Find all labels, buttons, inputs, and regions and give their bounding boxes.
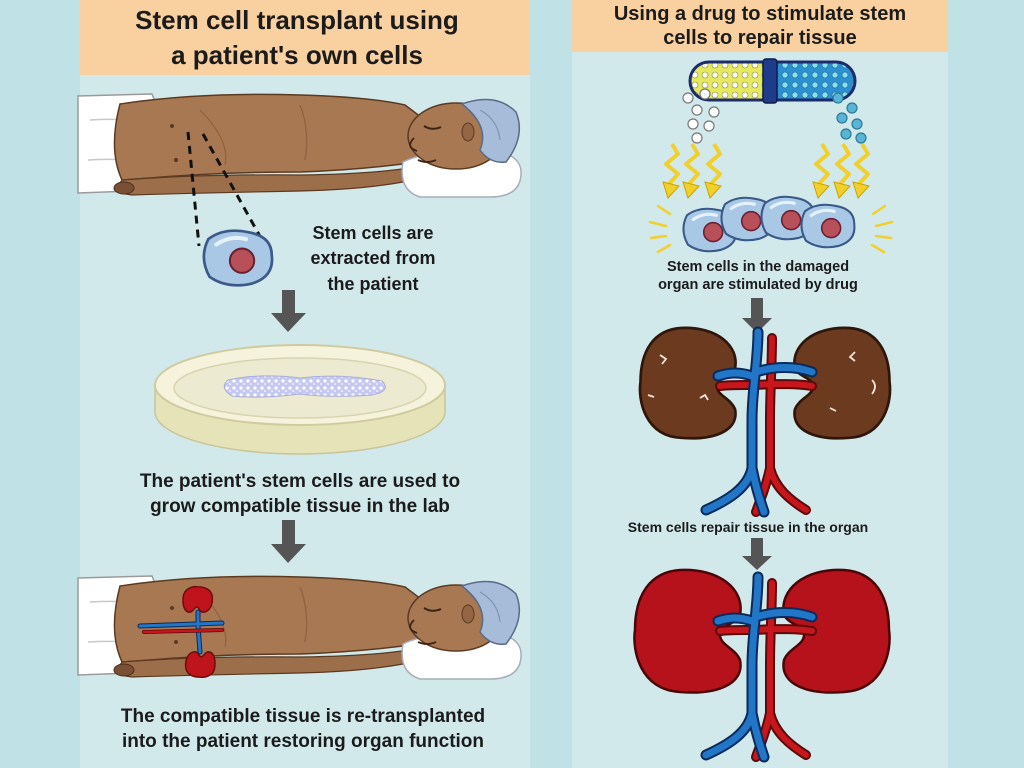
down-arrow-icon bbox=[742, 538, 772, 570]
kidney-icon bbox=[184, 651, 216, 679]
culture-caption-line1: The patient's stem cells are used to bbox=[140, 471, 460, 492]
transplant-caption-line2: into the patient restoring organ functio… bbox=[122, 731, 484, 752]
extraction-caption-line1: Stem cells are bbox=[312, 223, 433, 243]
left-panel-header bbox=[80, 0, 530, 75]
down-arrow-icon bbox=[271, 290, 306, 332]
repair-caption: Stem cells repair tissue in the organ bbox=[628, 519, 868, 535]
patient-figure bbox=[77, 93, 523, 198]
transplant-caption-line1: The compatible tissue is re-transplanted bbox=[121, 706, 485, 727]
tissue-damage-marks bbox=[647, 351, 876, 412]
left-panel: Stem cell transplant using a patient's o… bbox=[77, 0, 530, 768]
lab-grown-tissue bbox=[223, 375, 386, 398]
left-title-line2: a patient's own cells bbox=[171, 40, 423, 70]
right-panel-header bbox=[572, 0, 948, 52]
down-arrow-icon bbox=[271, 520, 306, 563]
stem-cell-icon bbox=[799, 203, 857, 249]
drug-particles-white bbox=[682, 88, 720, 144]
extraction-caption-line2: extracted from bbox=[310, 248, 435, 268]
culture-caption-line2: grow compatible tissue in the lab bbox=[150, 496, 450, 517]
drug-capsule-icon bbox=[688, 58, 857, 104]
activation-sparkles bbox=[648, 204, 894, 254]
extraction-caption-line3: the patient bbox=[327, 274, 418, 294]
kidney-icon bbox=[182, 585, 214, 613]
right-panel: Using a drug to stimulate stem cells to … bbox=[572, 0, 948, 768]
petri-dish bbox=[154, 344, 446, 455]
damaged-kidneys bbox=[638, 328, 892, 512]
stimulation-caption-line1: Stem cells in the damaged bbox=[667, 259, 849, 275]
stimulation-caption-line2: organ are stimulated by drug bbox=[658, 277, 858, 293]
left-title-line1: Stem cell transplant using bbox=[135, 5, 459, 35]
right-title-line2: cells to repair tissue bbox=[663, 27, 856, 49]
extraction-lines bbox=[186, 131, 264, 247]
extracted-stem-cell-icon bbox=[204, 231, 272, 286]
down-arrow-icon bbox=[742, 298, 772, 333]
drug-particles-teal bbox=[832, 92, 867, 144]
transplanted-kidneys bbox=[137, 585, 225, 679]
right-title-line1: Using a drug to stimulate stem bbox=[614, 3, 906, 25]
